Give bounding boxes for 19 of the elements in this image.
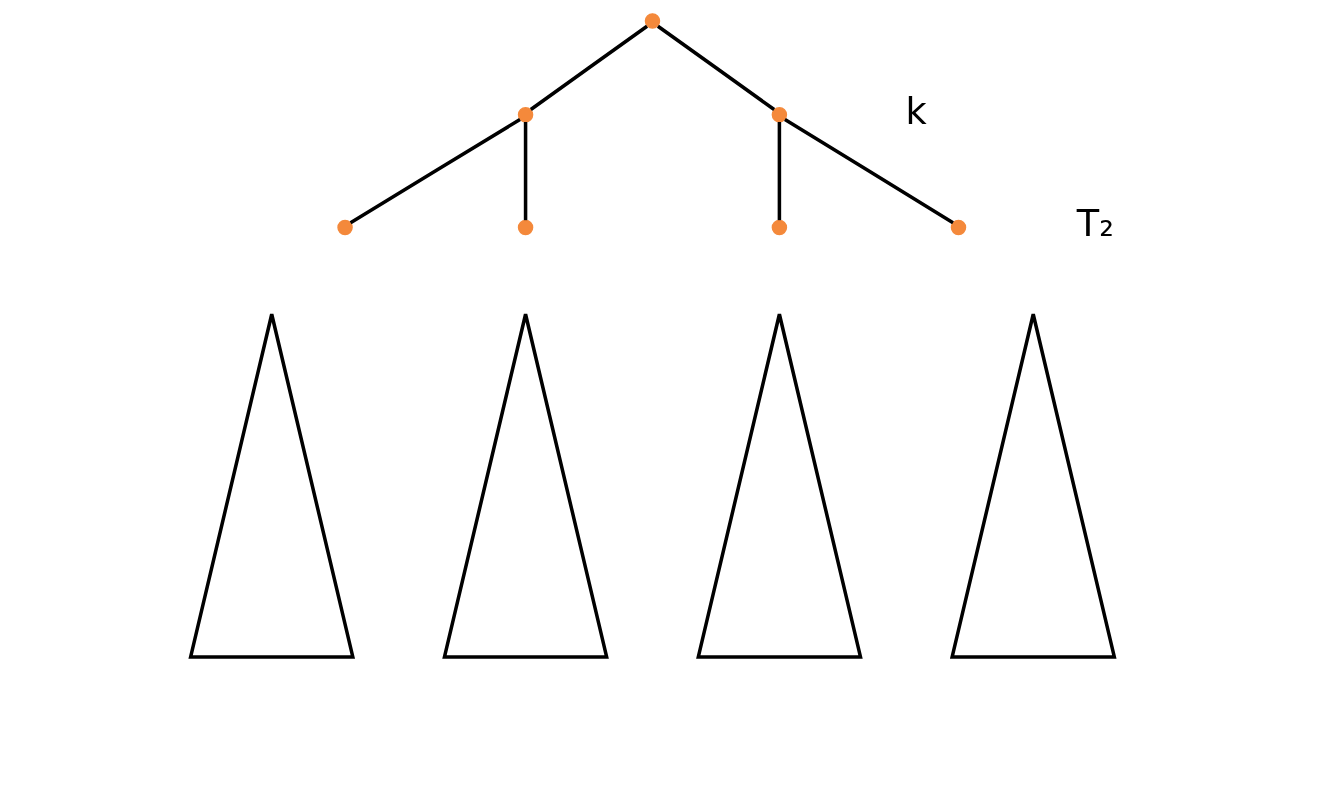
connector bbox=[349, 118, 521, 225]
connector bbox=[523, 122, 527, 221]
node-circle bbox=[771, 106, 787, 123]
node-circle bbox=[517, 106, 533, 123]
node-triangle bbox=[187, 312, 355, 659]
node-circle bbox=[517, 219, 533, 236]
node-circle bbox=[950, 219, 966, 236]
connector bbox=[656, 24, 775, 111]
node-circle bbox=[644, 13, 660, 29]
connector bbox=[783, 118, 954, 225]
node-circle bbox=[336, 219, 353, 236]
label: k bbox=[905, 89, 927, 133]
node-triangle bbox=[441, 312, 609, 659]
node-circle bbox=[771, 219, 787, 236]
label: T₂ bbox=[1076, 202, 1114, 246]
node-triangle bbox=[695, 312, 863, 659]
node-triangle bbox=[949, 312, 1117, 659]
connector bbox=[777, 122, 781, 221]
connector bbox=[529, 24, 648, 111]
